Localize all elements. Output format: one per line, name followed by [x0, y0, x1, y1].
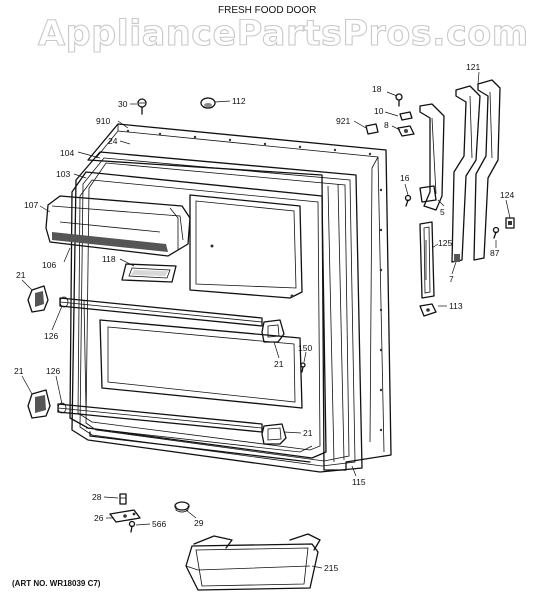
callout-21-right-lower: 21	[303, 428, 313, 438]
watermark-logo: AppliancePartsPros.com	[38, 14, 529, 54]
callout-7: 7	[449, 274, 454, 284]
callout-24: 24	[108, 136, 118, 146]
callout-113: 113	[449, 301, 463, 311]
callout-87: 87	[490, 248, 500, 258]
callout-104: 104	[60, 148, 74, 158]
callout-115: 115	[352, 477, 366, 487]
hinge-plate-26[interactable]	[109, 509, 141, 523]
shelf-bracket-left-lower[interactable]	[27, 389, 51, 419]
screw-30[interactable]	[137, 98, 147, 115]
door-liner[interactable]	[69, 171, 327, 463]
handle-insert-125[interactable]	[419, 221, 435, 299]
callout-150: 150	[298, 343, 312, 353]
shelf-bar-upper[interactable]	[59, 296, 263, 327]
callout-921: 921	[336, 116, 350, 126]
callout-16: 16	[400, 173, 410, 183]
screw-566[interactable]	[128, 520, 136, 533]
shelf-bracket-right-upper[interactable]	[261, 319, 285, 343]
screw-18[interactable]	[395, 93, 403, 107]
handle-mount-5[interactable]	[419, 103, 445, 211]
butter-tray[interactable]	[121, 263, 177, 283]
callout-112: 112	[232, 96, 246, 106]
plug-112[interactable]	[200, 97, 216, 109]
cap-921[interactable]	[365, 123, 379, 135]
cap-124[interactable]	[505, 217, 515, 229]
shelf-bracket-left-upper[interactable]	[27, 285, 49, 313]
shelf-bracket-right-lower[interactable]	[261, 423, 287, 445]
callout-121: 121	[466, 62, 480, 72]
bushing-29[interactable]	[174, 501, 190, 513]
callout-28: 28	[92, 492, 102, 502]
callout-18: 18	[372, 84, 382, 94]
screw-150[interactable]	[300, 362, 306, 373]
callout-125: 125	[438, 238, 452, 248]
pin-28[interactable]	[119, 493, 127, 505]
door-bin-215[interactable]	[185, 533, 321, 591]
clip-8[interactable]	[397, 125, 415, 137]
callout-124: 124	[500, 190, 514, 200]
leader-lines	[21, 71, 511, 569]
callout-118: 118	[102, 254, 116, 264]
callout-566: 566	[152, 519, 166, 529]
screw-16[interactable]	[404, 194, 412, 207]
callout-26: 26	[94, 513, 104, 523]
bushing-10[interactable]	[399, 111, 413, 121]
callout-21-left-lower: 21	[14, 366, 24, 376]
callout-215: 215	[324, 563, 338, 573]
callout-29: 29	[194, 518, 204, 528]
door-outer-panel[interactable]	[87, 123, 392, 471]
callout-21-right-upper: 21	[274, 359, 284, 369]
dairy-compartment-door[interactable]	[45, 195, 191, 257]
callout-8: 8	[384, 120, 389, 130]
callout-103: 103	[56, 169, 70, 179]
callout-21-left-upper: 21	[16, 270, 26, 280]
callout-30: 30	[118, 99, 128, 109]
screw-87[interactable]	[492, 226, 500, 239]
callout-126-lower: 126	[46, 366, 60, 376]
bracket-113[interactable]	[419, 303, 437, 317]
callout-labels: 18 121 30 112 10 8 910 921 24 104 103 16…	[14, 62, 514, 573]
callout-5: 5	[440, 207, 445, 217]
callout-126-upper: 126	[44, 331, 58, 341]
diagram-title: FRESH FOOD DOOR	[218, 5, 316, 16]
callout-106: 106	[42, 260, 56, 270]
art-number: (ART NO. WR18039 C7)	[12, 579, 101, 588]
callout-10: 10	[374, 106, 384, 116]
callout-910: 910	[96, 116, 110, 126]
callout-107: 107	[24, 200, 38, 210]
door-handle-121[interactable]	[451, 79, 501, 263]
